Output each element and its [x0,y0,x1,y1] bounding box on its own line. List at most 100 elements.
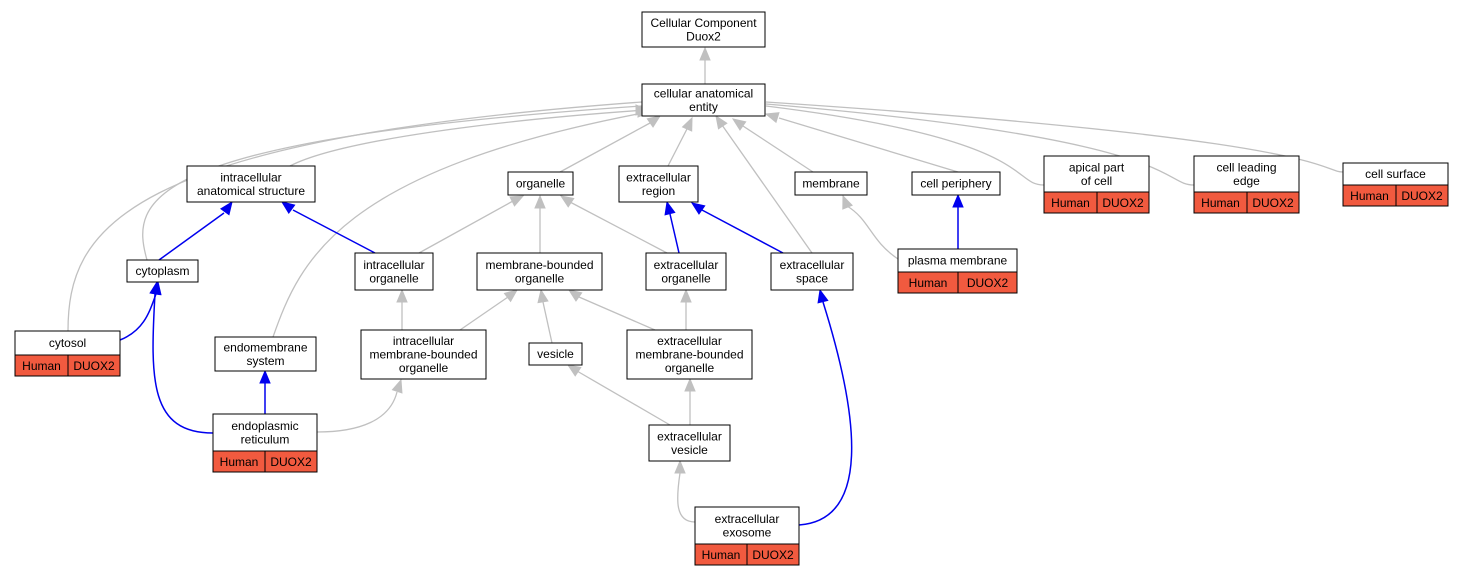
arrowhead [681,116,693,132]
edge-line [669,213,680,254]
node-label: of cell [1081,174,1112,188]
node-label: cellular anatomical [654,86,753,100]
node-label: intracellular [393,334,454,348]
edge-line [667,126,689,167]
node-label: anatomical structure [197,184,305,198]
annotation-gene-cell [67,354,121,377]
edge-line [701,209,784,254]
annotation-gene: DUOX2 [752,548,794,562]
part-of-edge [149,280,214,434]
node-membrane[interactable]: membrane [794,171,868,196]
node-label: extracellular [657,429,722,443]
node-label: cytosol [49,336,86,350]
node-cellper[interactable]: cell periphery [911,171,1001,196]
edge-line [677,472,696,523]
part-of-edge [798,288,853,526]
node-label: organelle [661,271,711,285]
node-box [1043,155,1150,193]
node-box [214,336,317,372]
edge-line [765,101,1344,173]
edge-line [158,212,225,261]
is-a-edge [67,101,643,332]
part-of-edge [952,193,964,249]
node-label: intracellular [220,170,281,184]
is-a-edge [765,101,1344,173]
edge-line [152,293,214,434]
node-label: region [642,184,675,198]
is-a-edge [667,116,693,167]
node-label: organelle [516,177,566,191]
is-a-edge [559,195,668,254]
arrowhead [764,112,780,124]
node-box [1193,155,1300,193]
edge-line [459,296,509,331]
annotation-gene-cell [746,543,800,566]
annotation-organism: Human [1350,189,1389,203]
annotation-gene-cell [1246,191,1300,214]
annotation-gene: DUOX2 [1401,189,1443,203]
node-label: vesicle [537,347,574,361]
annotation-organism: Human [702,548,741,562]
is-a-edge [459,289,519,331]
node-label: organelle [665,361,715,375]
arrowhead [684,377,696,392]
annotation-gene-cell [957,271,1018,294]
is-a-edge [316,378,403,433]
is-a-edge [567,289,656,331]
arrowhead [503,289,519,303]
arrowhead [952,193,964,208]
part-of-edge [158,200,233,261]
annotation-gene: DUOX2 [1102,196,1144,210]
node-vesicle[interactable]: vesicle [528,342,583,366]
edge-line [569,201,668,254]
annotation-organism: Human [1201,196,1240,210]
is-a-edge [272,106,652,338]
annotation-organism: Human [909,276,948,290]
edge-line [289,109,647,167]
node-label: reticulum [241,432,290,446]
arrowhead [664,200,676,216]
node-box [354,252,434,291]
edge-line [559,122,651,173]
is-a-edge [559,115,662,173]
node-organelle[interactable]: organelle [507,171,574,196]
node-cytoplasm[interactable]: cytoplasm [126,259,199,283]
node-label: cytoplasm [135,264,189,278]
edge-line [765,105,1045,186]
node-box [126,259,199,283]
part-of-edge [280,201,376,254]
arrowhead [280,201,296,215]
node-label: extracellular [715,512,780,526]
node-label: Duox2 [686,29,721,43]
node-label: extracellular [626,170,691,184]
annotation-gene: DUOX2 [967,276,1009,290]
arrowhead [566,364,582,377]
node-label: membrane-bounded [635,348,743,362]
node-box [212,413,318,452]
node-label: plasma membrane [908,254,1008,268]
node-label: membrane [802,177,860,191]
edge-line [418,200,514,254]
node-label: cell periphery [920,177,991,191]
node-box [794,171,868,196]
